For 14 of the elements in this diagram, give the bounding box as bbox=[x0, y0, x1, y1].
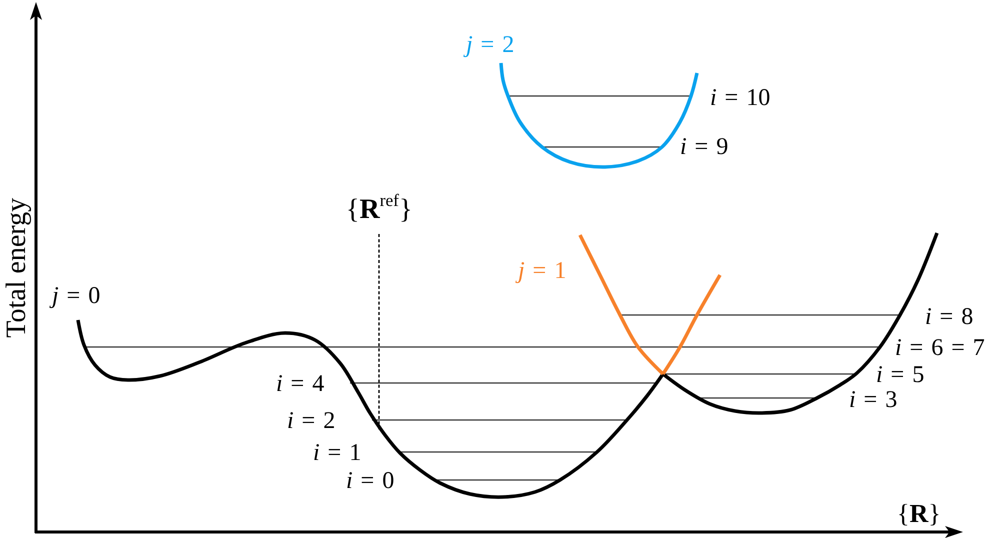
axis-label: Total energy bbox=[0, 198, 34, 338]
level-label: i = 4 bbox=[276, 370, 324, 398]
reference-label: {R$^{ref}$} bbox=[346, 193, 412, 227]
curve-label: j = 1 bbox=[518, 256, 566, 286]
level-label: i = 8 bbox=[925, 302, 974, 332]
level-label: i = 2 bbox=[287, 406, 336, 436]
level-label: i = 1 bbox=[313, 438, 362, 468]
level-label: i = 10 bbox=[710, 84, 770, 112]
curve-label: j = 0 bbox=[52, 282, 100, 310]
curve-label: j = 2 bbox=[466, 30, 514, 60]
level-label: i = 9 bbox=[680, 132, 728, 162]
level-label: i = 6 = 7 bbox=[895, 334, 985, 362]
axis-label: {R} bbox=[897, 498, 941, 529]
level-label: i = 0 bbox=[346, 466, 394, 496]
